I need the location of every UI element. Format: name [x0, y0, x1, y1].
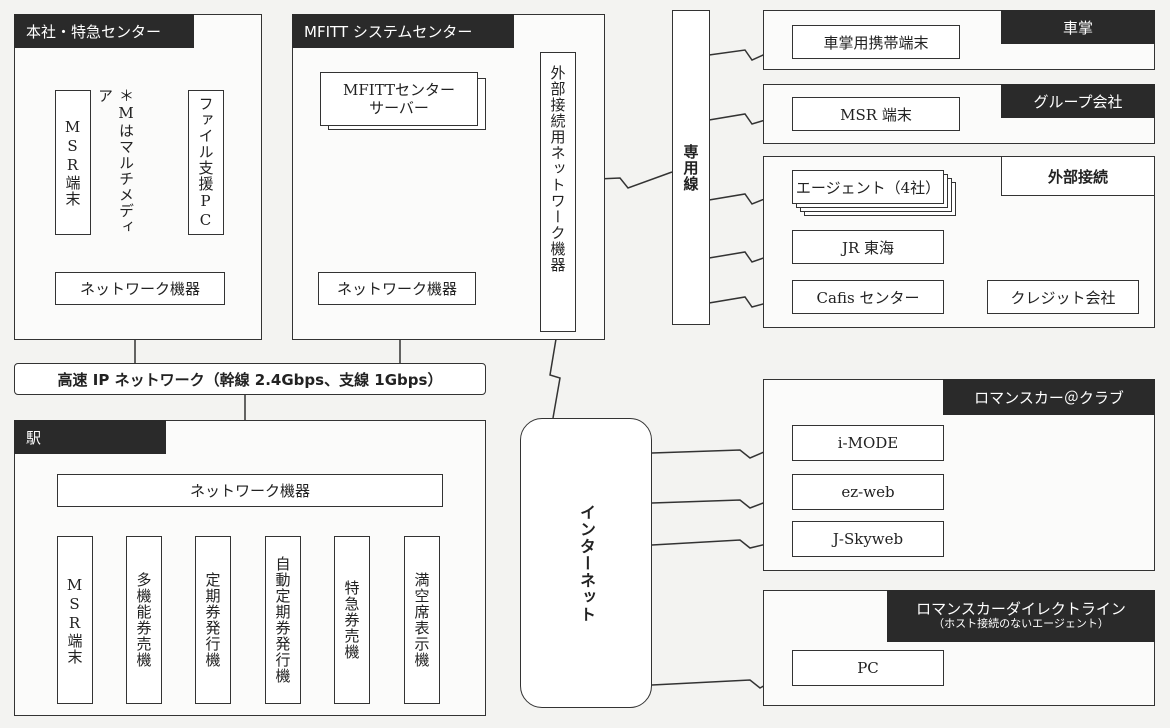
server-label: MFITTセンターサーバー	[343, 81, 455, 117]
jr-tokai[interactable]: JR 東海	[792, 230, 944, 264]
j-skyweb[interactable]: J-Skyweb	[792, 521, 944, 557]
internet[interactable]: インターネット	[520, 418, 652, 708]
network-device-eki[interactable]: ネットワーク機器	[57, 474, 443, 507]
mfitt-center-server[interactable]: MFITTセンターサーバー	[320, 72, 478, 126]
leased-line[interactable]: 専用線	[672, 10, 710, 325]
ez-web[interactable]: ez-web	[792, 474, 944, 510]
romance-direct-section: ロマンスカーダイレクトライン （ホスト接続のないエージェント）	[763, 590, 1155, 706]
group-header: グループ会社	[1001, 84, 1155, 118]
eki-terminal-multi-ticket[interactable]: 多機能券売機	[126, 536, 162, 704]
romance-club-header: ロマンスカー＠クラブ	[943, 379, 1155, 415]
cafis-center[interactable]: Cafis センター	[792, 280, 944, 314]
network-device-mfitt[interactable]: ネットワーク機器	[318, 272, 476, 305]
agent-four-companies[interactable]: エージェント（4社）	[792, 170, 944, 204]
shasho-header: 車掌	[1001, 10, 1155, 44]
high-speed-ip-network[interactable]: 高速 IP ネットワーク（幹線 2.4Gbps、支線 1Gbps）	[14, 363, 486, 395]
mfitt-header: MFITT システムセンター	[292, 14, 514, 48]
gaibu-header: 外部接続	[1001, 156, 1155, 196]
msr-terminal-honsha[interactable]: MSR端末	[55, 90, 91, 235]
romance-direct-subtitle: （ホスト接続のないエージェント）	[933, 617, 1109, 631]
multimedia-note: ＊Mはマルチメディア	[96, 88, 135, 235]
romance-direct-header: ロマンスカーダイレクトライン （ホスト接続のないエージェント）	[887, 590, 1155, 642]
conductor-mobile-terminal[interactable]: 車掌用携帯端末	[792, 25, 960, 59]
eki-header: 駅	[14, 420, 166, 454]
eki-terminal-seat-display[interactable]: 満空席表示機	[404, 536, 440, 704]
honsha-header: 本社・特急センター	[14, 14, 194, 48]
eki-terminal-msr[interactable]: MSR端末	[57, 536, 93, 704]
romance-direct-title: ロマンスカーダイレクトライン	[916, 600, 1126, 619]
eki-terminal-express-ticket[interactable]: 特急券売機	[334, 536, 370, 704]
network-device-honsha[interactable]: ネットワーク機器	[55, 272, 225, 305]
group-msr-terminal[interactable]: MSR 端末	[792, 97, 960, 131]
credit-company[interactable]: クレジット会社	[987, 280, 1139, 314]
file-support-pc[interactable]: ファイル支援PC	[188, 90, 224, 235]
eki-terminal-auto-pass[interactable]: 自動定期券発行機	[265, 536, 301, 704]
external-network-device[interactable]: 外部接続用ネットワーク機器	[540, 52, 576, 332]
eki-terminal-commuter-pass[interactable]: 定期券発行機	[195, 536, 231, 704]
i-mode[interactable]: i-MODE	[792, 425, 944, 461]
pc-terminal[interactable]: PC	[792, 650, 944, 686]
